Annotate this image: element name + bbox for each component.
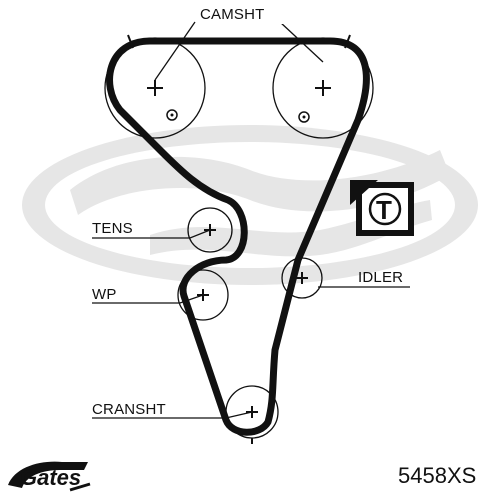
tension-badge: T bbox=[350, 180, 414, 236]
leader-lines bbox=[92, 21, 410, 419]
idler-pulley bbox=[281, 257, 323, 299]
water-pump-label: WP bbox=[92, 286, 117, 303]
part-number: 5458XS bbox=[398, 463, 476, 488]
camshaft-pulley-right bbox=[272, 37, 374, 139]
camshaft-timing-mark-left bbox=[127, 34, 134, 49]
brand-watermark bbox=[22, 125, 478, 285]
camshaft-label: CAMSHT bbox=[200, 6, 265, 23]
camshaft-timing-mark-right bbox=[344, 34, 351, 49]
camshaft-label-box bbox=[196, 2, 284, 24]
tension-badge-letter: T bbox=[376, 195, 392, 225]
svg-text:Gates: Gates bbox=[20, 465, 81, 490]
tensioner-label: TENS bbox=[92, 220, 133, 237]
camshaft-pulley-left bbox=[104, 37, 206, 139]
brand-logo: Gates bbox=[8, 461, 91, 492]
crankshaft-label: CRANSHT bbox=[92, 401, 166, 418]
idler-label: IDLER bbox=[358, 269, 403, 286]
